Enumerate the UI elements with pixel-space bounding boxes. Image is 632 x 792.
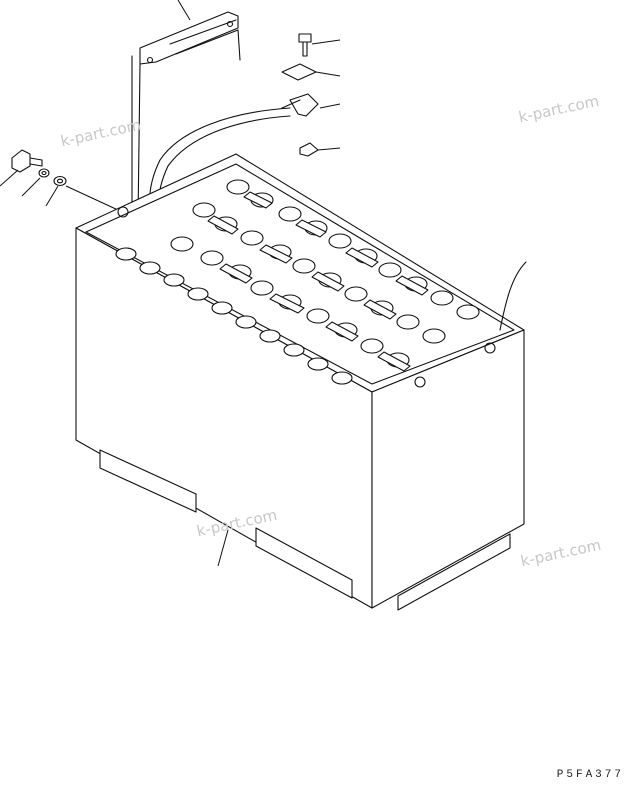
drawing-code: P5FA377	[556, 769, 624, 781]
bolt-washer-set	[0, 149, 119, 211]
mounting-bracket	[131, 11, 241, 221]
leader-lines	[177, 0, 229, 567]
connector-hardware	[281, 33, 341, 157]
battery-cells	[115, 179, 527, 385]
